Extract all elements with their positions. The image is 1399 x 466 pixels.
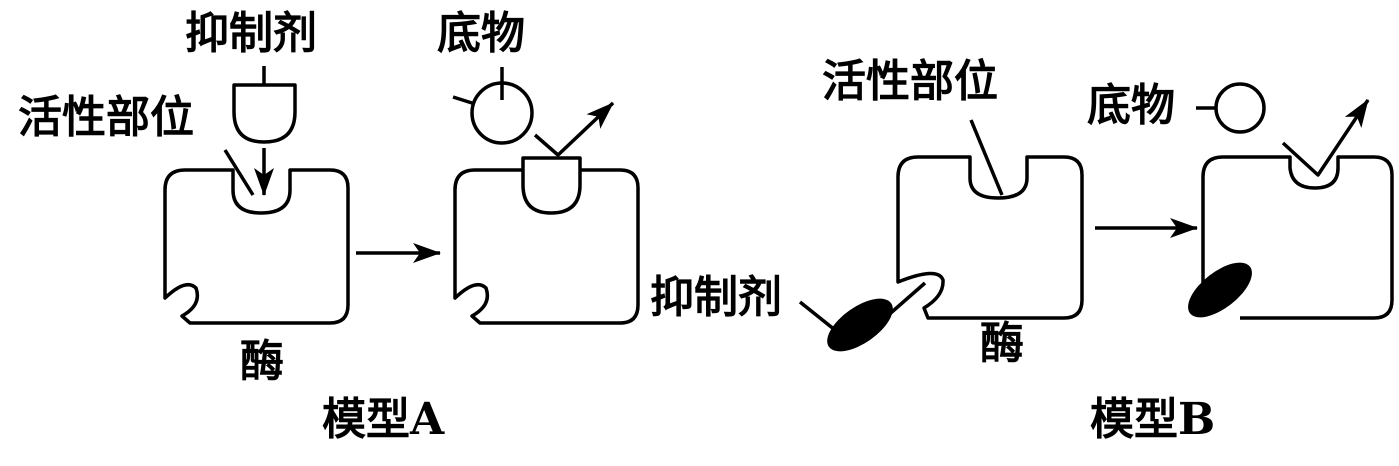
label-inhibitor-b: 抑制剂 [650,272,782,323]
caption-model-a: 模型A [322,394,445,445]
inhibitor-bound-a [521,156,582,215]
label-active-site-a: 活性部位 [18,92,194,143]
enzyme-a2 [453,168,640,325]
substrate-b [1214,82,1266,134]
inhibitor-b [827,298,893,352]
inhibitor-a-shape [232,83,297,144]
enzyme-b2 [1201,155,1394,320]
caption-model-b: 模型B [1090,394,1216,445]
label-inhibitor-a: 抑制剂 [185,8,317,59]
enzyme-a1 [163,168,350,325]
label-substrate-b: 底物 [1087,80,1175,131]
inhibitor-pointer-b [798,300,837,332]
label-active-site-b: 活性部位 [822,56,998,107]
active-site-pointer-a [223,149,255,196]
label-enzyme-a: 酶 [240,336,284,387]
inhibitor-bound-b [1188,262,1252,318]
label-enzyme-b: 酶 [980,318,1024,369]
label-substrate-a: 底物 [437,8,525,59]
active-site-pointer-b [969,119,1004,196]
enzyme-b1 [896,155,1084,320]
